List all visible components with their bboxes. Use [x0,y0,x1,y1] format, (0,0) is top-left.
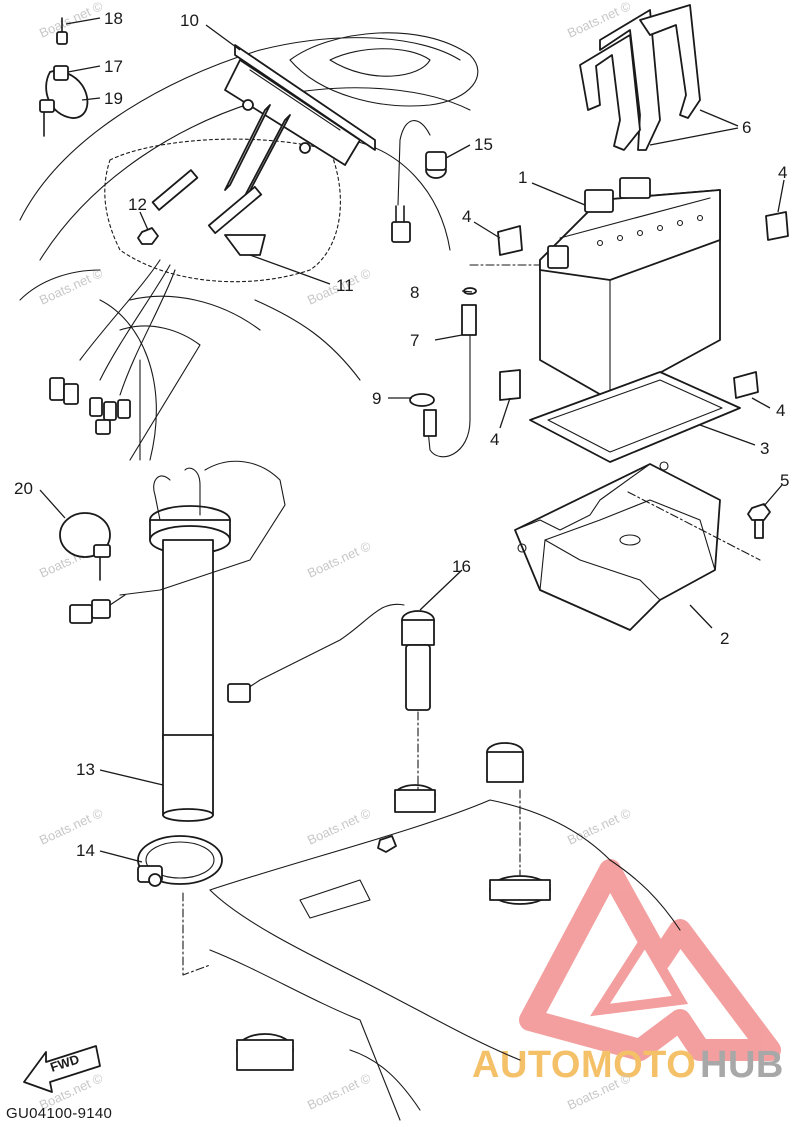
assembly-lines [182,264,761,976]
callout-4d: 4 [776,401,785,420]
watermark: Boats.net © [37,265,105,308]
part-20-tie-band [59,512,111,581]
callout-1: 1 [518,168,527,187]
part-4-pads [497,211,789,401]
callout-2: 2 [720,629,729,648]
callout-12: 12 [128,195,147,214]
part-3-battery-mat [529,371,741,463]
part-14-hose-clamp [137,835,223,887]
part-6-battery-band [579,4,701,151]
watermark: Boats.net © [37,0,105,41]
callout-11: 11 [336,276,354,295]
callout-5: 5 [780,471,789,490]
brand-text-hub: HUB [700,1044,784,1086]
part-7-8-9-breather [409,287,477,458]
callout-20: 20 [14,479,33,498]
leader-lines [39,17,785,863]
callout-16: 16 [452,557,471,576]
callout-7: 7 [410,331,419,350]
callout-3: 3 [760,439,769,458]
fuel-tank-hull [209,742,681,1121]
part-16-fuel-sensor [227,603,435,711]
callout-6: 6 [742,118,751,137]
part-17-18-19-clamp [39,17,89,137]
part-10-meter-cover [151,44,376,256]
callout-19: 19 [104,89,123,108]
callout-15: 15 [474,135,493,154]
watermark: Boats.net © [305,538,373,581]
brand-text-automoto: AUTOMOTO [472,1044,696,1086]
callout-10: 10 [180,11,199,30]
watermark: Boats.net © [305,1070,373,1113]
part-13-fuel-sender [119,460,286,822]
callout-4c: 4 [490,430,499,449]
callout-9: 9 [372,389,381,408]
callout-labels: 18 17 19 10 12 11 15 6 1 4 4 8 7 9 4 4 3… [14,9,789,860]
callout-13: 13 [76,760,95,779]
part-15-coupler [391,120,447,243]
automotohub-logo [519,859,781,1061]
drawing-code: GU04100-9140 [6,1105,112,1122]
callout-8: 8 [410,283,419,302]
callout-14: 14 [76,841,95,860]
callout-17: 17 [104,57,123,76]
part-2-battery-box [514,461,721,631]
part-5-bolt [747,503,771,539]
fuel-sender-coupler [69,594,126,624]
callout-4a: 4 [462,207,471,226]
callout-4b: 4 [778,163,787,182]
part-1-battery [539,177,721,401]
fwd-arrow: FWD [23,1045,101,1093]
callout-18: 18 [104,9,123,28]
part-12-nut [137,227,159,245]
watermark: Boats.net © [565,805,633,848]
watermark: Boats.net © [305,805,373,848]
watermark: Boats.net © [37,805,105,848]
